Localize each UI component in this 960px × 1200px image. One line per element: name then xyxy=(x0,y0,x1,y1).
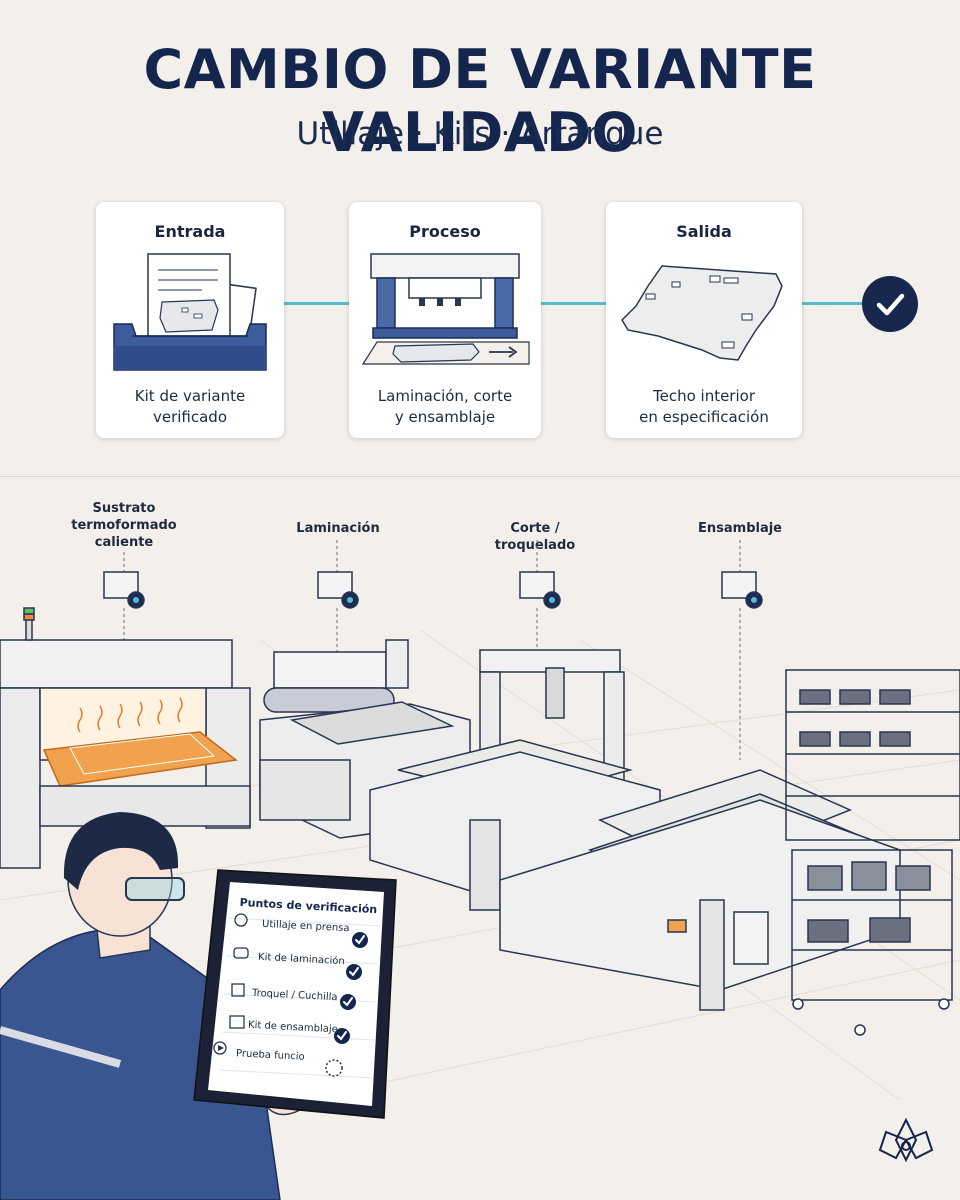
tablet-device xyxy=(193,869,397,1119)
card-desc-line-1: Techo interior xyxy=(652,387,755,405)
flow-connector-3 xyxy=(802,302,864,305)
flow-card-process: Proceso Laminación, corte y ensamblaje xyxy=(349,202,541,438)
kit-cart xyxy=(791,849,953,1036)
card-title: Entrada xyxy=(154,222,226,241)
card-description: Techo interior en especificación xyxy=(614,386,794,428)
card-description: Laminación, corte y ensamblaje xyxy=(357,386,533,428)
thermoform-oven xyxy=(0,607,251,869)
station-label-lamination: Laminación xyxy=(278,520,398,537)
camera-icon xyxy=(519,571,561,609)
station-label-line: Sustrato xyxy=(92,501,156,516)
station-label-line: Laminación xyxy=(296,521,380,536)
press-machine-icon xyxy=(361,253,530,365)
card-desc-line-2: y ensamblaje xyxy=(394,408,496,426)
card-desc-line-1: Laminación, corte xyxy=(377,387,513,405)
card-description: Kit de variante verificado xyxy=(104,386,276,428)
section-divider xyxy=(0,476,960,477)
card-desc-line-2: verificado xyxy=(152,408,228,426)
inbox-tray-icon xyxy=(113,253,267,371)
station-label-assembly: Ensamblaje xyxy=(682,520,798,537)
pending-circle-icon xyxy=(325,1059,343,1077)
kit-shelf-rack xyxy=(785,669,960,841)
station-label-line: termoformado xyxy=(71,518,177,533)
flow-card-input: Entrada Kit de variante verificado xyxy=(96,202,284,438)
station-label-cutting: Corte / troquelado xyxy=(468,520,602,554)
page-subtitle: Utillaje · Kits · Arranque xyxy=(296,116,664,152)
flow-connector-1 xyxy=(284,302,350,305)
camera-icon xyxy=(317,571,359,609)
camera-icon xyxy=(103,571,145,609)
camera-icon xyxy=(721,571,763,609)
flower-logo-icon xyxy=(878,1117,934,1163)
assembly-station xyxy=(499,769,901,1011)
station-label-thermoformed: Sustrato termoformado caliente xyxy=(60,500,188,551)
card-title: Salida xyxy=(676,222,732,241)
flow-connector-2 xyxy=(541,302,607,305)
station-label-line: Corte / troquelado xyxy=(494,521,576,553)
validated-check-badge xyxy=(862,276,918,332)
card-desc-line-1: Kit de variante xyxy=(134,387,246,405)
flow-card-output: Salida Techo interior en especificación xyxy=(606,202,802,438)
station-label-line: Ensamblaje xyxy=(698,521,782,536)
check-icon xyxy=(876,293,905,316)
card-title: Proceso xyxy=(409,222,481,241)
page-title: CAMBIO DE VARIANTE VALIDADO xyxy=(143,38,817,164)
production-line-illustration xyxy=(0,540,960,1200)
card-desc-line-2: en especificación xyxy=(639,408,769,426)
station-label-line: caliente xyxy=(94,535,154,550)
headliner-panel-icon xyxy=(621,265,783,361)
